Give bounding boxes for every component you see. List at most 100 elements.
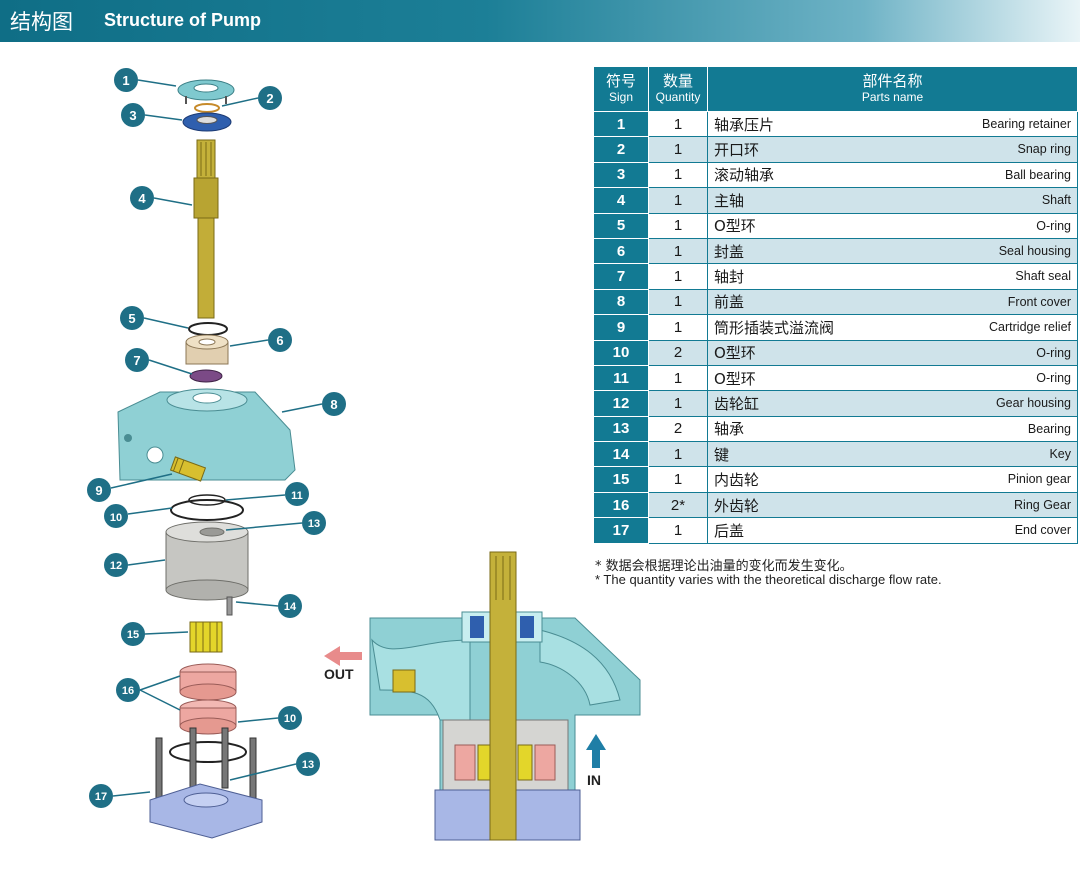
svg-text:15: 15 bbox=[127, 629, 139, 641]
cell-parts-name: 内齿轮 Pinion gear bbox=[707, 466, 1078, 493]
cell-quantity: 1 bbox=[648, 263, 708, 290]
cell-sign: 8 bbox=[593, 288, 649, 316]
part-name-en: Gear housing bbox=[995, 396, 1071, 411]
part-name-cn: 主轴 bbox=[714, 191, 745, 210]
callout-14: 14 bbox=[278, 594, 302, 618]
part-name-cn: O型环 bbox=[714, 217, 756, 236]
cell-sign: 11 bbox=[593, 364, 649, 392]
svg-text:17: 17 bbox=[95, 791, 107, 803]
callout-leaders bbox=[110, 79, 323, 797]
part-name-cn: 后盖 bbox=[714, 521, 745, 540]
cell-quantity: 1 bbox=[648, 161, 708, 189]
part-o-ring-11 bbox=[188, 494, 226, 506]
arrow-out-icon bbox=[324, 646, 362, 666]
callout-label: 1 bbox=[122, 73, 129, 88]
part-name-en: O-ring bbox=[1036, 218, 1071, 233]
cell-sign: 3 bbox=[593, 161, 649, 189]
callout-7: 7 bbox=[125, 348, 149, 372]
svg-text:8: 8 bbox=[330, 397, 337, 412]
part-name-cn: 轴封 bbox=[714, 268, 745, 287]
cell-quantity: 1 bbox=[648, 110, 708, 138]
cell-sign: 6 bbox=[593, 237, 649, 265]
part-name-cn: 内齿轮 bbox=[714, 471, 760, 490]
part-name-en: Shaft seal bbox=[1015, 269, 1071, 284]
cell-quantity: 1 bbox=[648, 390, 708, 417]
cell-quantity: 2 bbox=[648, 339, 708, 366]
svg-text:7: 7 bbox=[133, 353, 140, 368]
cell-sign: 7 bbox=[593, 263, 649, 290]
footnote-cn: * 数据会根据理论出油量的变化而发生变化。 bbox=[595, 559, 853, 574]
part-name-en: Shaft bbox=[1041, 193, 1071, 208]
svg-text:11: 11 bbox=[291, 490, 303, 502]
cell-quantity: 2* bbox=[648, 491, 708, 519]
svg-text:12: 12 bbox=[110, 560, 122, 572]
part-name-en: O-ring bbox=[1036, 370, 1071, 385]
cell-quantity: 1 bbox=[648, 441, 708, 468]
cell-sign: 5 bbox=[593, 212, 649, 239]
callout-12: 12 bbox=[104, 553, 128, 577]
cell-sign: 16 bbox=[593, 491, 649, 519]
part-name-cn: O型环 bbox=[714, 344, 756, 363]
cell-quantity: 1 bbox=[648, 136, 708, 163]
callout-6: 6 bbox=[268, 328, 292, 352]
cell-quantity: 1 bbox=[648, 212, 708, 239]
callout-5: 5 bbox=[120, 306, 144, 330]
callout-13: 13 bbox=[302, 511, 326, 535]
part-name-en: Seal housing bbox=[998, 243, 1071, 258]
page-header: 结构图 Structure of Pump bbox=[0, 0, 1080, 42]
cell-sign: 9 bbox=[593, 314, 649, 341]
part-seal-housing bbox=[185, 334, 229, 365]
callout-badges: 1 2 3 4 5 6 7 8 9 11 10 13 12 14 15 16 1… bbox=[87, 68, 346, 808]
callout-9: 9 bbox=[87, 478, 111, 502]
part-name-en: Front cover bbox=[1007, 294, 1071, 309]
cell-quantity: 2 bbox=[648, 415, 708, 443]
callout-13b: 13 bbox=[296, 752, 320, 776]
part-bearing-retainer bbox=[177, 79, 235, 104]
cell-quantity: 1 bbox=[648, 466, 708, 493]
cell-parts-name: 封盖 Seal housing bbox=[707, 237, 1078, 265]
cell-quantity: 1 bbox=[648, 314, 708, 341]
part-front-cover bbox=[117, 388, 296, 481]
callout-10: 10 bbox=[104, 504, 128, 528]
cell-quantity: 1 bbox=[648, 237, 708, 265]
part-name-cn: 开口环 bbox=[714, 141, 760, 160]
cell-sign: 4 bbox=[593, 187, 649, 214]
part-o-ring-10b bbox=[169, 741, 247, 763]
part-name-en: Pinion gear bbox=[1007, 472, 1071, 487]
part-end-cover bbox=[149, 727, 263, 839]
svg-text:10: 10 bbox=[284, 713, 296, 725]
flow-in-label: IN bbox=[587, 772, 601, 788]
svg-text:16: 16 bbox=[122, 685, 134, 697]
footnote-en: * The quantity varies with the theoretic… bbox=[595, 572, 942, 587]
callout-3: 3 bbox=[121, 103, 145, 127]
part-name-cn: 封盖 bbox=[714, 242, 745, 261]
svg-text:13: 13 bbox=[308, 518, 320, 530]
cell-sign: 15 bbox=[593, 466, 649, 493]
callout-16: 16 bbox=[116, 678, 140, 702]
cell-quantity: 1 bbox=[648, 187, 708, 214]
part-name-cn: 筒形插装式溢流阀 bbox=[714, 318, 835, 337]
part-name-en: Ball bearing bbox=[1004, 167, 1071, 182]
part-name-en: Bearing bbox=[1027, 421, 1071, 436]
callout-11: 11 bbox=[285, 482, 309, 506]
svg-text:4: 4 bbox=[138, 191, 146, 206]
